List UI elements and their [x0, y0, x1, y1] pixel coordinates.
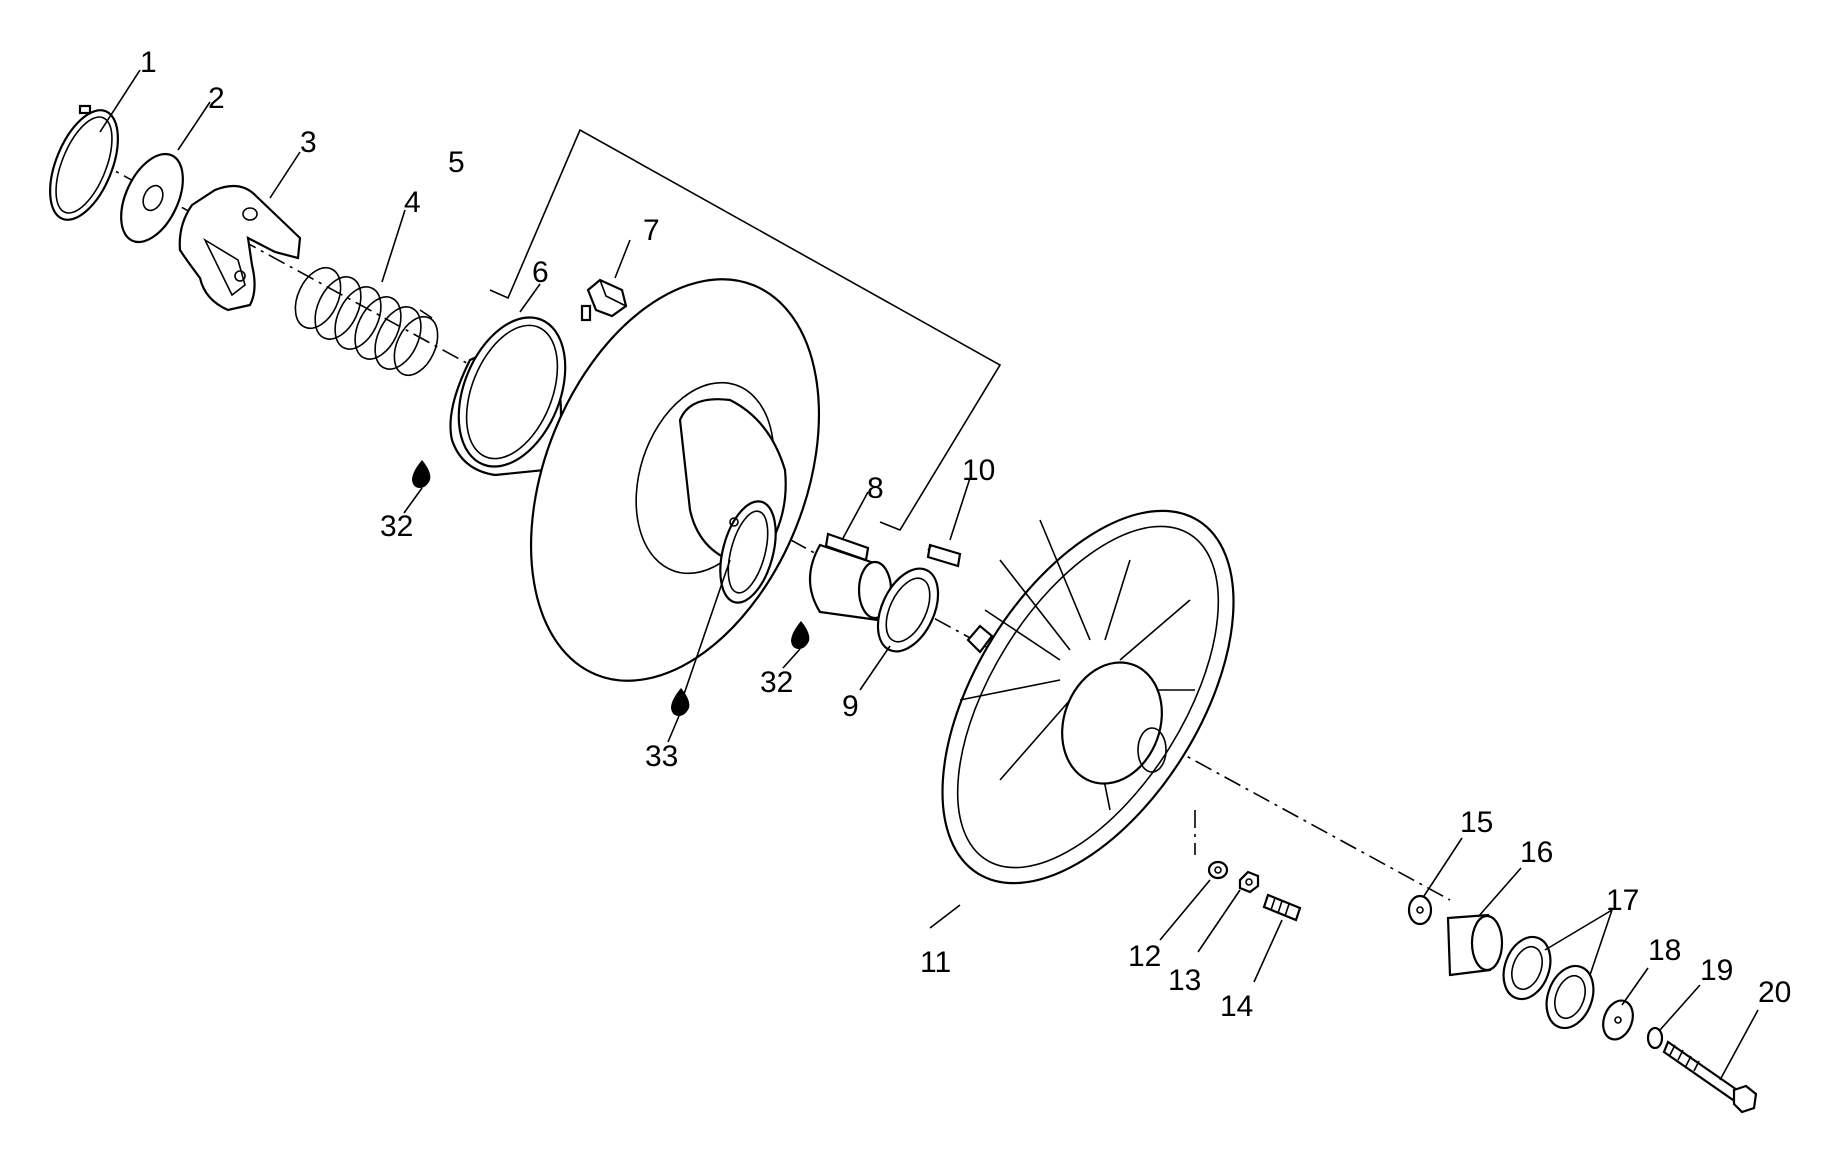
callout-18: 18: [1648, 934, 1681, 967]
part-movable-sheave: [529, 278, 821, 682]
callout-12: 12: [1128, 940, 1161, 973]
part-bearing-17a: [1502, 935, 1552, 1001]
callout-14: 14: [1220, 990, 1253, 1023]
part-nut-13: [1238, 870, 1260, 894]
callout-1: 1: [140, 46, 157, 79]
part-key: [926, 543, 962, 568]
callout-5: 5: [448, 146, 465, 179]
assembly-bracket-5: [489, 128, 1002, 531]
callout-9: 9: [842, 690, 859, 723]
part-sleeve: [809, 532, 893, 622]
callout-6: 6: [532, 256, 549, 289]
callout-15: 15: [1460, 806, 1493, 839]
part-bearing-17b: [1545, 964, 1595, 1030]
part-spring: [294, 266, 439, 377]
callout-10: 10: [962, 454, 995, 487]
part-fixed-sheave: [941, 509, 1235, 885]
part-retaining-ring: [49, 104, 119, 221]
part-washer-15: [1407, 894, 1433, 926]
callout-7: 7: [643, 214, 660, 247]
callout-13: 13: [1168, 964, 1201, 997]
part-spacer-16: [1446, 913, 1504, 977]
oil-drop-icon: [412, 460, 810, 716]
part-bushing-ring: [449, 316, 567, 477]
callout-3: 3: [300, 126, 317, 159]
callout-20: 20: [1758, 976, 1791, 1009]
callout-32-a: 32: [380, 510, 413, 543]
callout-4: 4: [404, 186, 421, 219]
callouts: 1 2 3 4 5 6 7 8 9 10 11 12 13 14 15 16 1…: [140, 46, 1791, 1023]
callout-11: 11: [920, 946, 951, 979]
callout-2: 2: [208, 82, 225, 115]
part-setscrew-14: [1262, 893, 1302, 922]
part-washer-9: [876, 567, 940, 653]
part-washer-2: [120, 152, 184, 244]
callout-19: 19: [1700, 954, 1733, 987]
part-washer-12: [1207, 860, 1229, 880]
callout-33: 33: [645, 740, 678, 773]
callout-32-b: 32: [760, 666, 793, 699]
part-bolt-20: [1662, 1040, 1758, 1114]
callout-8: 8: [867, 472, 884, 505]
callout-17: 17: [1606, 884, 1639, 917]
part-washer-18: [1602, 999, 1634, 1041]
part-lockwasher-19: [1646, 1026, 1664, 1050]
callout-16: 16: [1520, 836, 1553, 869]
part-slider-button: [580, 278, 628, 322]
leader-lines: [99, 69, 1759, 1081]
part-cam: [178, 184, 302, 312]
